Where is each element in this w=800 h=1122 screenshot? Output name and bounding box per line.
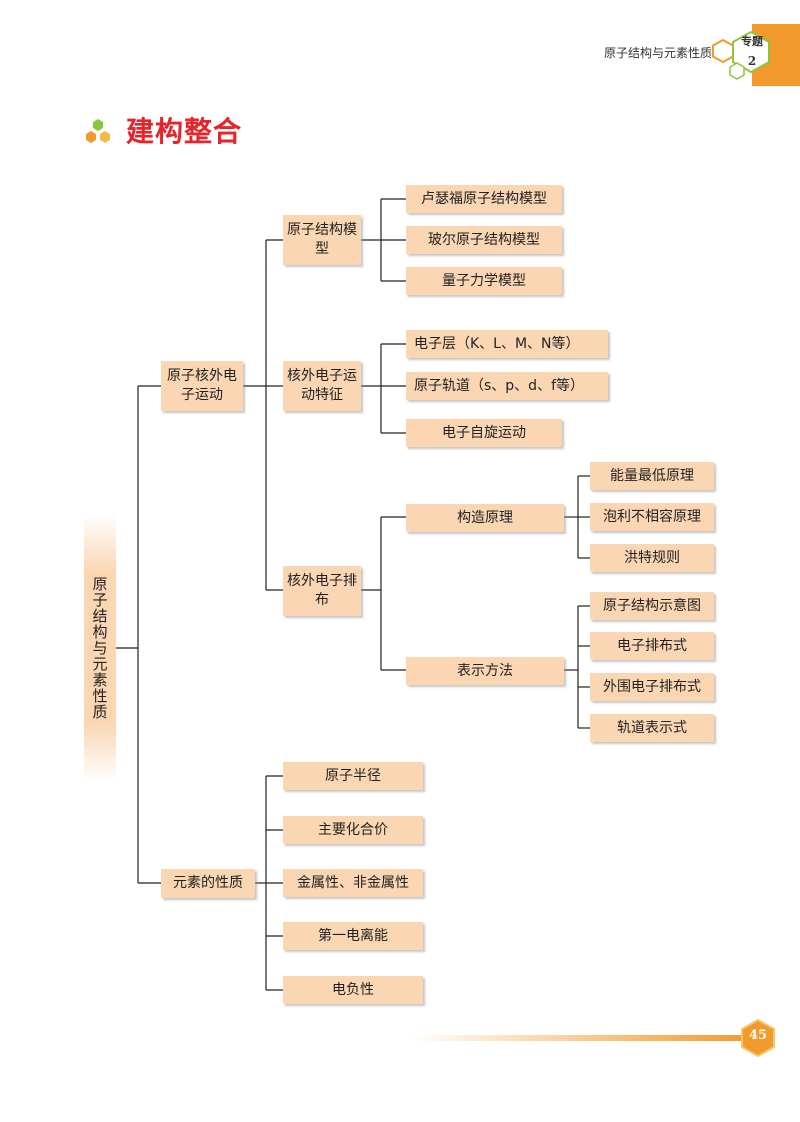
node-representation-item: 电子排布式 — [590, 632, 714, 660]
node-representation-item: 原子结构示意图 — [590, 592, 714, 620]
node-property-item: 第一电离能 — [283, 922, 423, 950]
root-label: 原子结构与元素性质 — [90, 576, 109, 720]
node-aufbau-principle: 构造原理 — [406, 504, 564, 532]
node-property-item: 电负性 — [283, 976, 423, 1004]
node-feature-item: 原子轨道（s、p、d、f等） — [406, 372, 608, 400]
node-electron-motion-label: 原子核外电子运动 — [167, 368, 237, 403]
node-property-item: 金属性、非金属性 — [283, 869, 423, 897]
topic-number: 2 — [747, 54, 757, 68]
node-model-item: 玻尔原子结构模型 — [406, 226, 562, 254]
topic-hexagon-icon — [732, 30, 770, 74]
node-arrangement: 核外电子排布 — [283, 566, 361, 616]
node-model-item: 量子力学模型 — [406, 267, 562, 295]
footer-gradient-line — [410, 1035, 748, 1041]
node-principle-item: 泡利不相容原理 — [590, 503, 714, 531]
node-property-item: 原子半径 — [283, 762, 423, 790]
node-arrangement-label: 核外电子排布 — [287, 573, 357, 608]
topic-label: 专题 — [741, 35, 763, 48]
node-motion-features: 核外电子运动特征 — [283, 361, 361, 411]
section-title: 建构整合 — [126, 115, 243, 148]
node-representation-item: 外围电子排布式 — [590, 673, 714, 701]
node-atomic-model: 原子结构模型 — [283, 215, 361, 265]
node-property-item: 主要化合价 — [283, 816, 423, 844]
node-model-item: 卢瑟福原子结构模型 — [406, 185, 562, 213]
node-feature-item: 电子层（K、L、M、N等） — [406, 330, 608, 358]
node-representation: 表示方法 — [406, 657, 564, 685]
node-representation-item: 轨道表示式 — [590, 714, 714, 742]
root-node: 原子结构与元素性质 — [84, 514, 116, 782]
page-number: 45 — [748, 1028, 768, 1043]
node-atomic-model-label: 原子结构模型 — [287, 222, 357, 257]
node-element-properties: 元素的性质 — [161, 869, 255, 898]
node-principle-item: 能量最低原理 — [590, 462, 714, 490]
node-electron-motion: 原子核外电子运动 — [161, 361, 243, 411]
node-feature-item: 电子自旋运动 — [406, 419, 562, 447]
section-hexagons-icon — [86, 119, 110, 143]
chapter-title: 原子结构与元素性质 — [604, 46, 713, 60]
node-motion-features-label: 核外电子运动特征 — [287, 368, 357, 403]
node-principle-item: 洪特规则 — [590, 544, 714, 572]
small-hexagon-icon — [729, 62, 745, 80]
page-number-hexagon-icon — [741, 1018, 775, 1058]
